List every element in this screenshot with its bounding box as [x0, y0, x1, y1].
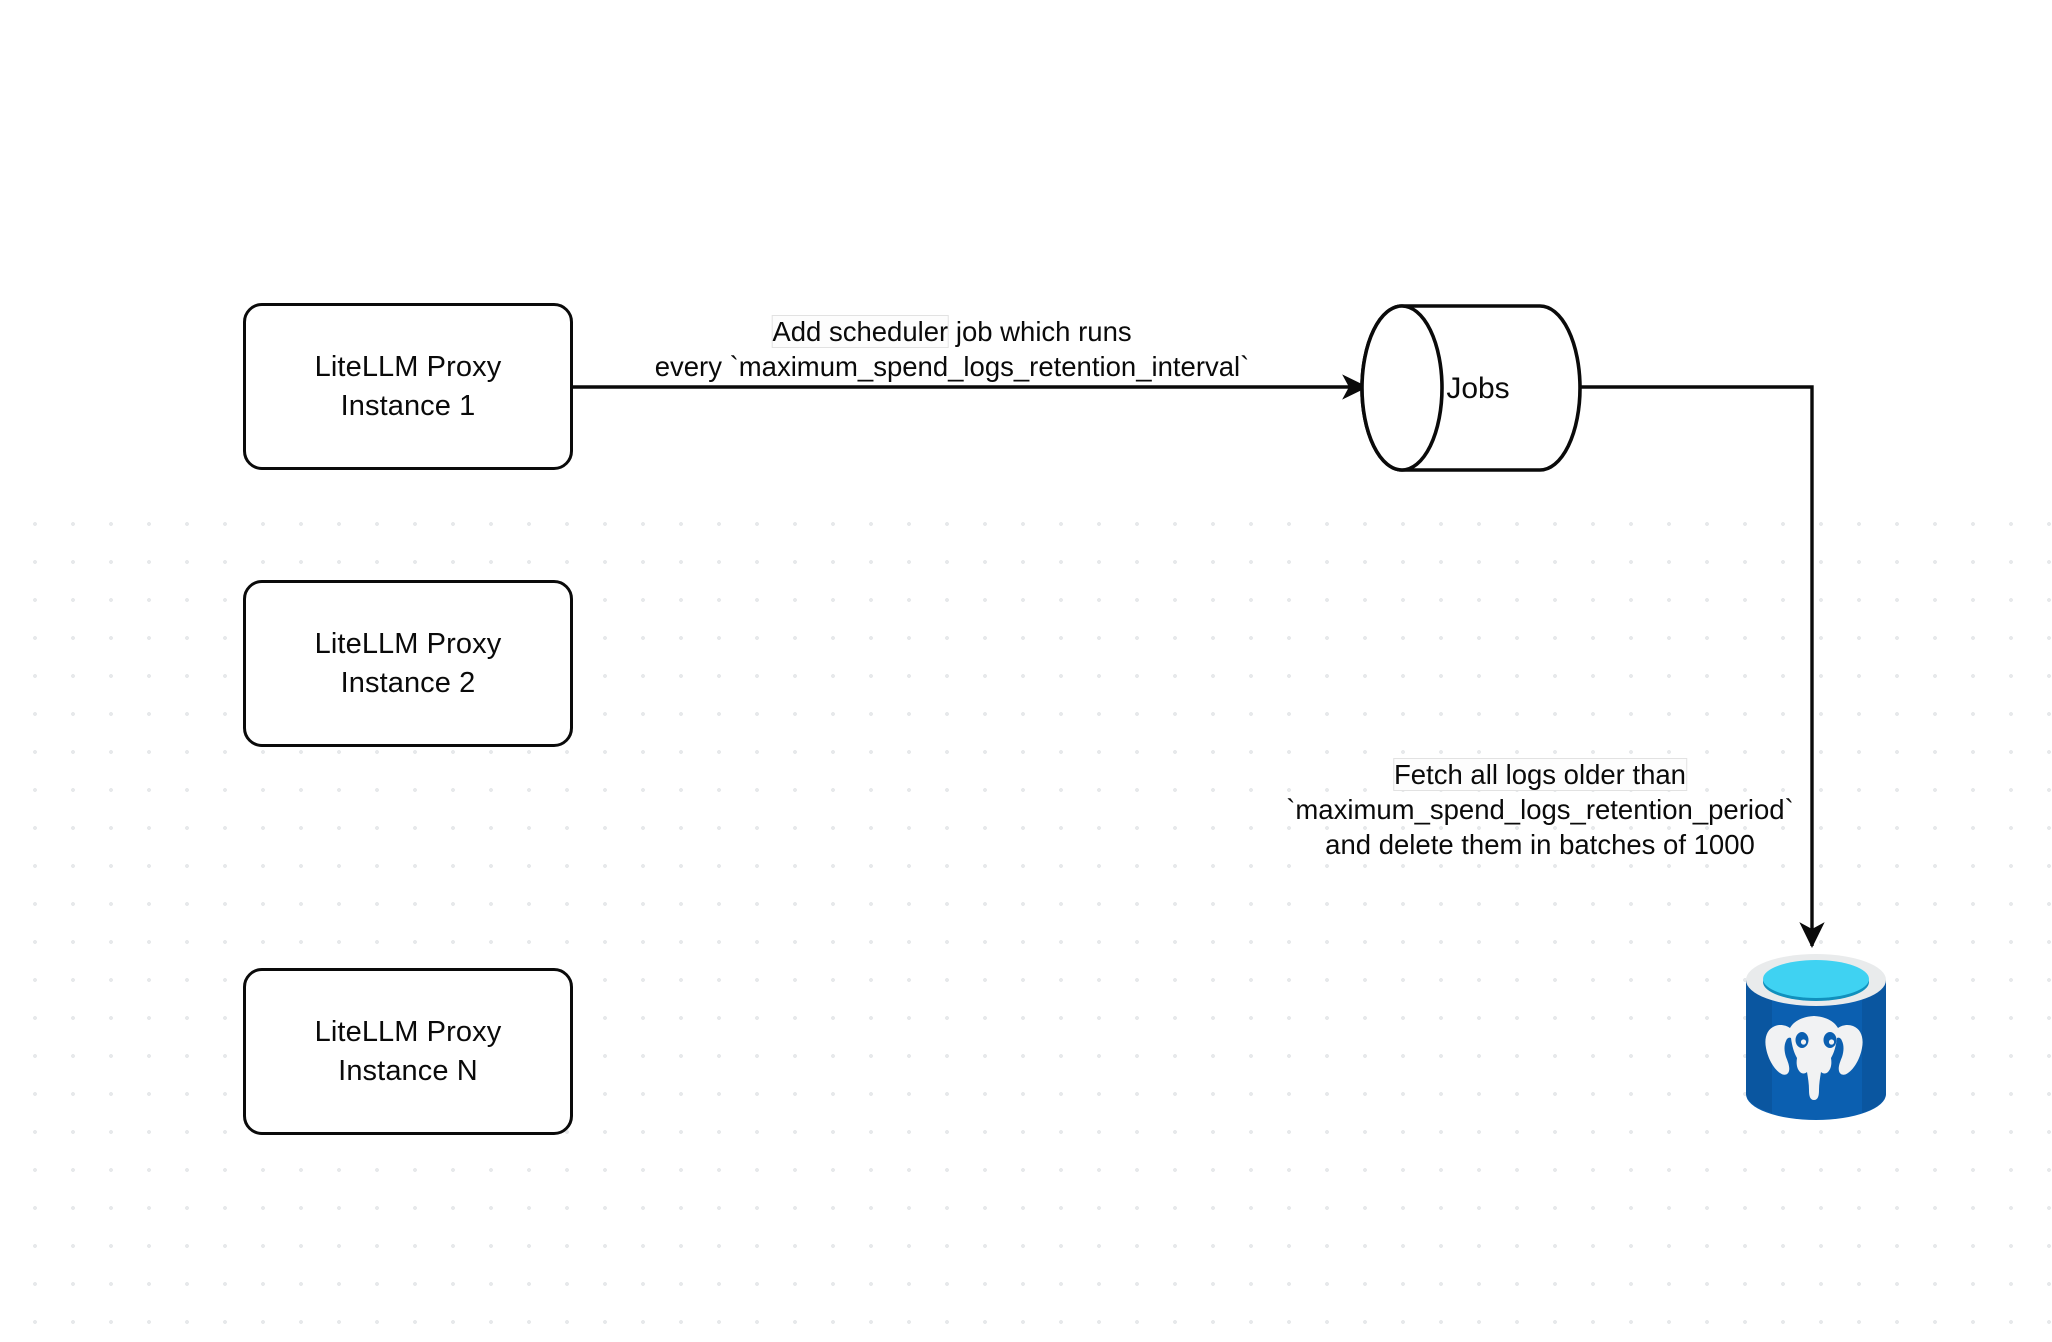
instance-1-line1: LiteLLM Proxy: [314, 350, 502, 383]
node-litellm-proxy-instance-2[interactable]: LiteLLM Proxy Instance 2: [243, 580, 573, 747]
edge-label-scheduler: Add scheduler job which runs every `maxi…: [654, 315, 1250, 385]
postgresql-database-icon: [1746, 954, 1886, 1120]
edge-label-delete-logs-highlight: Fetch all logs older than: [1393, 758, 1687, 791]
instance-2-line2: Instance 2: [340, 666, 476, 699]
instance-2-line1: LiteLLM Proxy: [314, 627, 502, 660]
edge-label-delete-logs-line2: `maximum_spend_logs_retention_period`: [1286, 793, 1794, 825]
edge-label-scheduler-line2: every `maximum_spend_logs_retention_inte…: [654, 350, 1250, 382]
edge-label-delete-logs-line3: and delete them in batches of 1000: [1325, 828, 1755, 860]
edge-label-delete-logs-line1: Fetch all logs older than: [1286, 758, 1794, 793]
edge-label-scheduler-line1: Add scheduler job which runs: [655, 315, 1250, 350]
node-litellm-proxy-instance-1[interactable]: LiteLLM Proxy Instance 1: [243, 303, 573, 470]
jobs-cylinder-label: Jobs: [1446, 372, 1510, 405]
instance-n-line1: LiteLLM Proxy: [314, 1015, 502, 1048]
edge-label-scheduler-line1-rest: job which runs: [948, 316, 1132, 347]
postgres-elephant-glyph: [1765, 1016, 1863, 1100]
edge-label-delete-logs: Fetch all logs older than `maximum_spend…: [1286, 758, 1794, 863]
instance-n-line2: Instance N: [338, 1054, 478, 1087]
instance-1-line2: Instance 1: [340, 389, 476, 422]
edge-label-scheduler-highlight: Add scheduler: [771, 315, 950, 348]
node-litellm-proxy-instance-n[interactable]: LiteLLM Proxy Instance N: [243, 968, 573, 1135]
